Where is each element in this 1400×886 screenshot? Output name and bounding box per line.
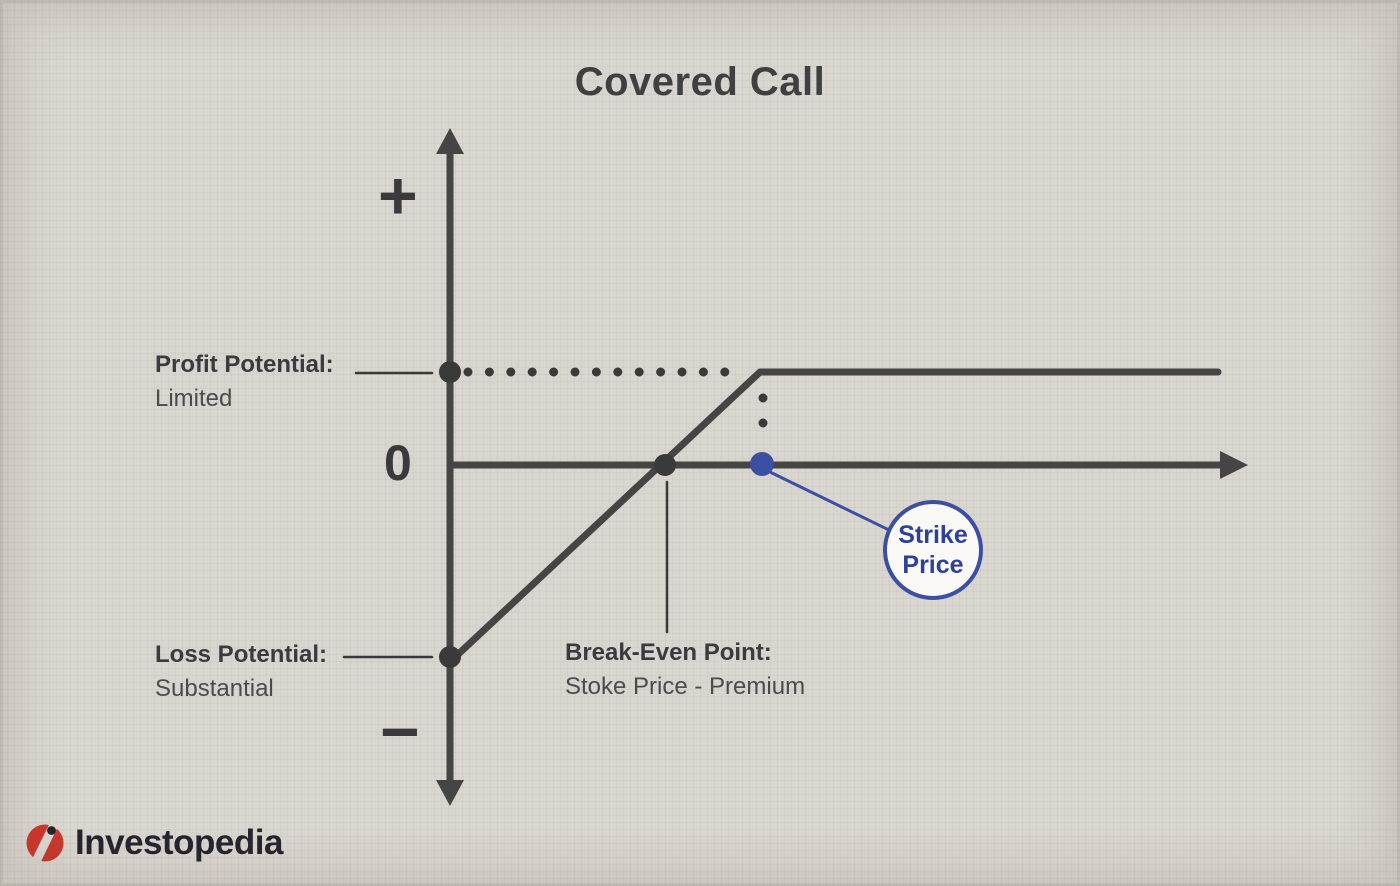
- loss-potential-label: Loss Potential:: [155, 641, 328, 668]
- loss-potential-annotation: Loss Potential: Substantial: [155, 638, 327, 706]
- strike-price-dot: [750, 452, 774, 476]
- profit-potential-value: Limited: [155, 385, 233, 412]
- max-profit-dot: [439, 361, 461, 383]
- strike-bubble-connector: [768, 470, 893, 533]
- break-even-dot: [654, 454, 676, 476]
- break-even-annotation: Break-Even Point: Stoke Price - Premium: [565, 636, 805, 704]
- y-axis-plus-label: +: [378, 158, 418, 234]
- strike-price-text-line1: Strike: [898, 521, 968, 549]
- investopedia-mark-icon: [26, 822, 64, 864]
- loss-potential-value: Substantial: [155, 675, 274, 702]
- y-axis-minus-label: −: [380, 694, 420, 770]
- origin-zero-label: 0: [384, 435, 412, 491]
- strike-price-text-line2: Price: [902, 551, 964, 579]
- break-even-label: Break-Even Point:: [565, 639, 772, 666]
- chart-title: Covered Call: [574, 60, 826, 104]
- investopedia-wordmark: Investopedia: [75, 823, 283, 862]
- break-even-value: Stoke Price - Premium: [565, 673, 806, 700]
- profit-potential-label: Profit Potential:: [155, 351, 334, 378]
- strike-price-bubble-text: Strike Price: [877, 520, 989, 580]
- payoff-line: [448, 368, 1222, 664]
- max-loss-dot: [439, 646, 461, 668]
- profit-potential-annotation: Profit Potential: Limited: [155, 348, 334, 416]
- x-axis-right-arrowhead: [1220, 451, 1248, 479]
- investopedia-logo: Investopedia: [24, 822, 283, 864]
- y-axis-up-arrowhead: [436, 128, 464, 154]
- y-axis-down-arrowhead: [436, 780, 464, 806]
- strike-price-bubble: [883, 500, 983, 600]
